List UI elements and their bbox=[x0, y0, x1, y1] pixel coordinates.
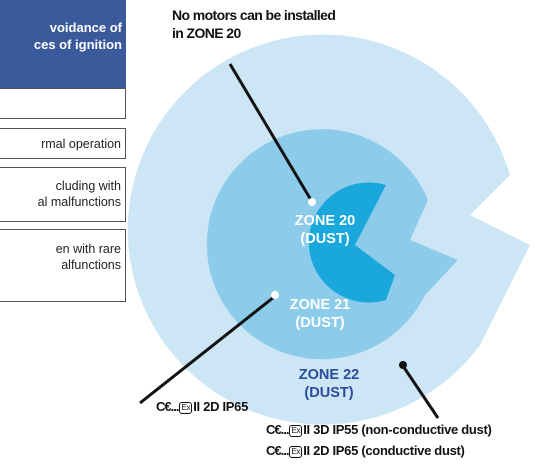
zone-22-type: (DUST) bbox=[304, 385, 354, 401]
zone-22-leader-dot bbox=[399, 361, 407, 369]
ex-mark-icon: Ex bbox=[179, 402, 193, 414]
zone-22-marking-b-text: II 2D IP65 (conductive dust) bbox=[303, 443, 465, 458]
ex-mark-icon: Ex bbox=[289, 446, 303, 458]
ce-mark-icon: C€... bbox=[266, 422, 289, 437]
zone-21-leader-dot bbox=[271, 291, 279, 299]
zone-20-area bbox=[308, 182, 395, 303]
zone-21-type: (DUST) bbox=[295, 315, 345, 331]
table-cell-rare-malfunctions: en with rare alfunctions bbox=[0, 229, 126, 302]
table-cell-text: rmal operation bbox=[41, 137, 121, 151]
table-header-line-2: ces of ignition bbox=[33, 37, 122, 52]
zone-22-name: ZONE 22 bbox=[298, 367, 360, 383]
table-header: voidance of ces of ignition bbox=[0, 0, 126, 88]
zone-22-label: ZONE 22 (DUST) bbox=[289, 366, 369, 402]
zone-20-name: ZONE 20 bbox=[294, 213, 356, 229]
table-cell-empty bbox=[0, 88, 126, 119]
installation-note: No motors can be installed in ZONE 20 bbox=[172, 6, 336, 42]
note-leader-line bbox=[228, 63, 313, 201]
table-cell-text-line-1: cluding with bbox=[55, 179, 121, 193]
ex-mark-icon: Ex bbox=[289, 425, 303, 437]
zone-22-marking-a-text: II 3D IP55 (non-conductive dust) bbox=[303, 422, 492, 437]
table-cell-text-line-2: alfunctions bbox=[61, 258, 121, 272]
zone-22-leader-line bbox=[401, 365, 440, 419]
ce-mark-icon: C€... bbox=[156, 399, 179, 414]
installation-note-line-2: in ZONE 20 bbox=[172, 25, 241, 41]
table-cell-normal-operation: rmal operation bbox=[0, 128, 126, 159]
zone-21-marking-text: II 2D IP65 bbox=[193, 399, 249, 414]
zone-21-label: ZONE 21 (DUST) bbox=[280, 296, 360, 332]
note-leader-dot bbox=[308, 198, 316, 206]
zone-20-label: ZONE 20 (DUST) bbox=[285, 212, 365, 248]
table-cell-malfunctions: cluding with al malfunctions bbox=[0, 167, 126, 222]
zone-21-name: ZONE 21 bbox=[289, 297, 351, 313]
table-header-line-1: voidance of bbox=[49, 20, 122, 35]
zone-21-leader-line bbox=[139, 295, 275, 405]
zone-20-type: (DUST) bbox=[300, 231, 350, 247]
ce-mark-icon: C€... bbox=[266, 443, 289, 458]
installation-note-line-1: No motors can be installed bbox=[172, 7, 336, 23]
table-cell-text-line-2: al malfunctions bbox=[37, 195, 121, 209]
table-cell-text-line-1: en with rare bbox=[55, 242, 121, 256]
